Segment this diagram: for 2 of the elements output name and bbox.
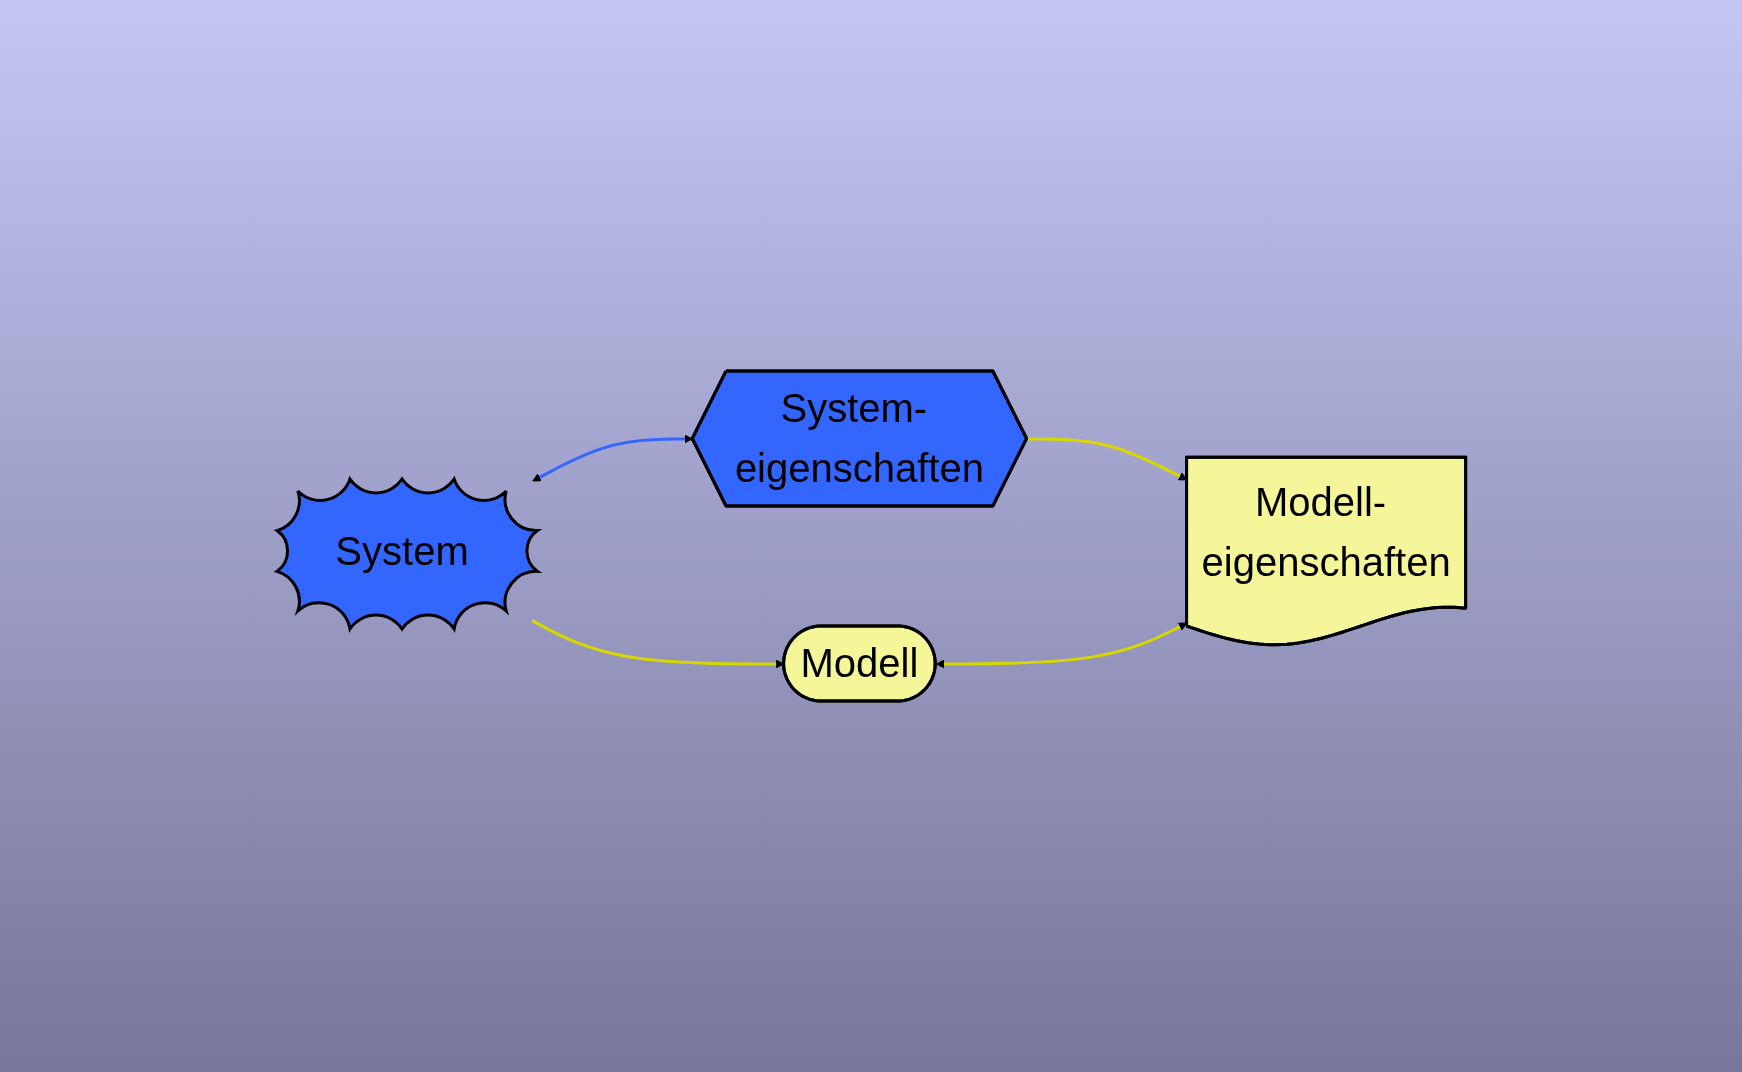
- arrow: [531, 434, 693, 482]
- arrow: [935, 622, 1188, 669]
